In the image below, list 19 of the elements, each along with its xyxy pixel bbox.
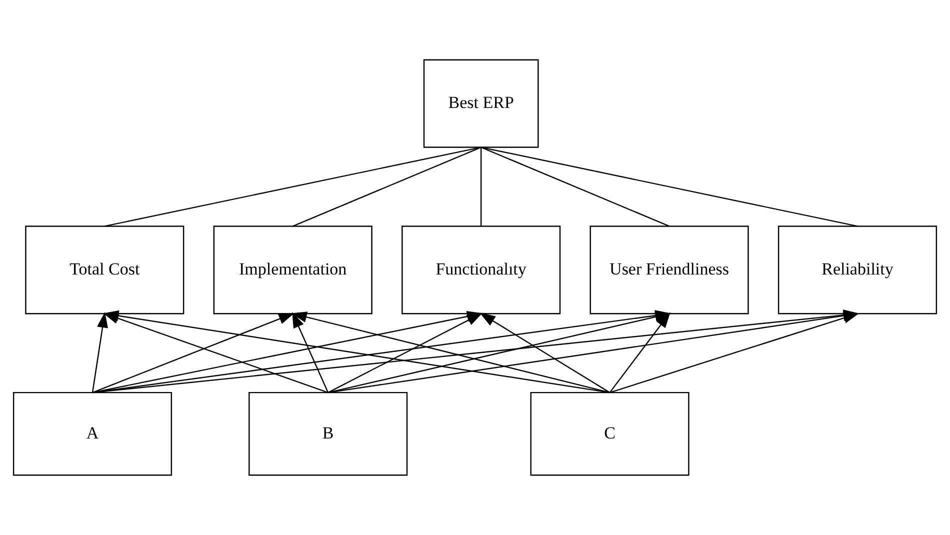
node-box: Implementation [213,226,372,314]
node-box: Functionalıty [402,226,561,314]
node-box: Reliability [778,226,938,314]
node-box: Best ERP [423,59,539,148]
connector [480,146,858,227]
arrow [610,312,860,394]
connector [292,146,482,227]
node-box: User Friendliness [590,226,749,314]
connector [480,146,670,227]
node-box: C [530,392,690,476]
node-box: Total Cost [25,226,184,314]
node-box: B [248,392,408,476]
arrow [480,312,610,394]
node-box: A [12,392,172,476]
connector [480,147,482,226]
connector [104,146,482,227]
arrow [328,312,483,394]
arrow [92,312,108,393]
arrow [292,312,329,393]
